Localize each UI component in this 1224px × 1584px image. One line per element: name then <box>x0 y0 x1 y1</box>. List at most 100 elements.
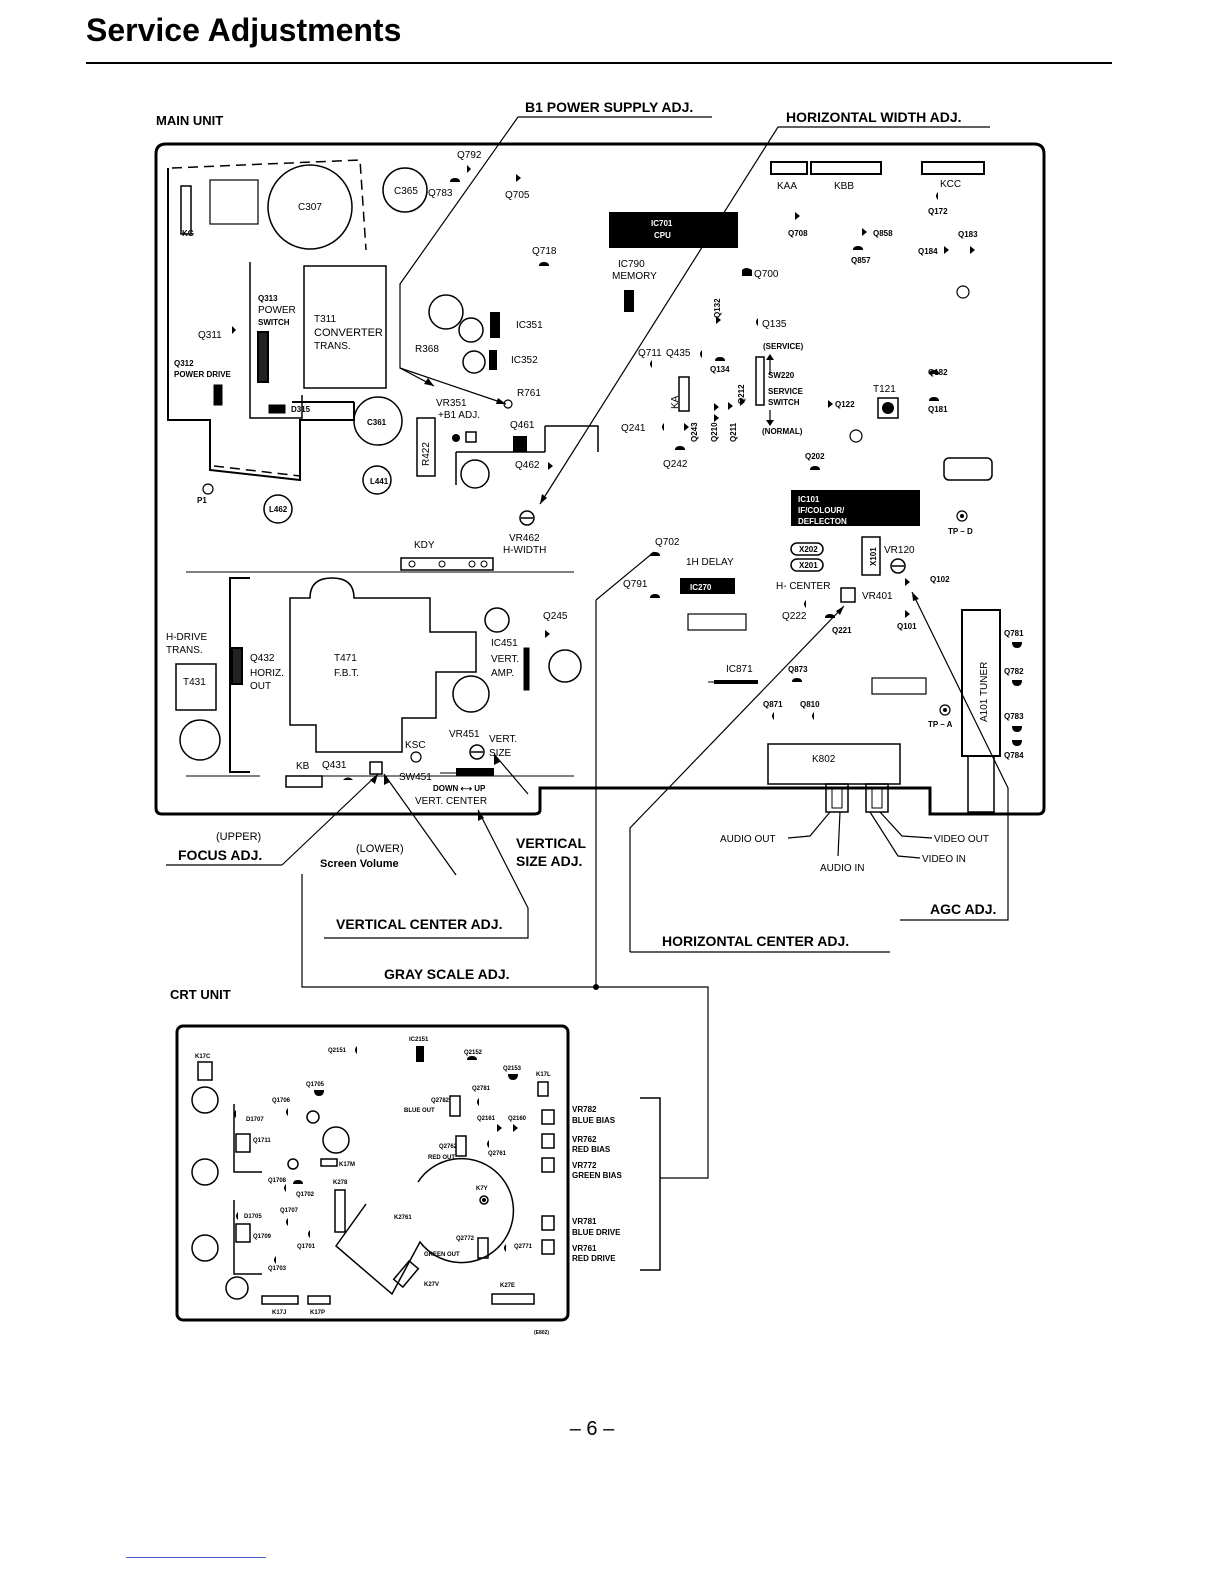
power-section-labels: C307 C365 Q792 Q783 Q705 Q718 KG Q313 PO… <box>174 150 557 514</box>
label-vr781: VR781 <box>572 1217 597 1226</box>
label-p1: P1 <box>197 496 207 505</box>
label-q1709: Q1709 <box>253 1234 272 1240</box>
label-sw220: SW220 <box>768 371 795 380</box>
title-rule <box>86 62 1112 64</box>
label-h-drive: H-DRIVE <box>166 632 207 643</box>
callout-leaders <box>166 116 1009 1179</box>
power-section <box>167 159 599 524</box>
label-d1707: D1707 <box>246 1117 264 1123</box>
label-q101: Q101 <box>897 622 917 631</box>
label-ic451: IC451 <box>491 638 518 649</box>
label-ic790: IC790 <box>618 259 645 270</box>
label-vr772: VR772 <box>572 1161 597 1170</box>
label-t431: T431 <box>183 677 206 688</box>
label-ic101: IC101 <box>798 495 820 504</box>
label-r761: R761 <box>517 388 541 399</box>
label-vr451: VR451 <box>449 729 480 740</box>
label-q312: Q312 <box>174 359 194 368</box>
page-number: – 6 – <box>569 1418 615 1440</box>
label-q783-tuner: Q783 <box>1004 712 1024 721</box>
label-k2761: K2761 <box>394 1215 412 1221</box>
label-q242: Q242 <box>663 459 688 470</box>
label-q210: Q210 <box>710 422 719 442</box>
main-board-outline <box>154 142 1046 816</box>
label-q783: Q783 <box>428 188 453 199</box>
callout-screen-volume: Screen Volume <box>320 858 399 870</box>
callout-vertical-size-1: VERTICAL <box>516 835 586 851</box>
label-k17c: K17C <box>195 1054 211 1060</box>
callout-vertical-size-2: SIZE ADJ. <box>516 853 582 869</box>
label-service: (SERVICE) <box>763 342 804 351</box>
label-q2160: Q2160 <box>508 1116 527 1122</box>
label-k17m: K17M <box>339 1162 355 1168</box>
label-q2771: Q2771 <box>514 1244 533 1250</box>
callout-agc: AGC ADJ. <box>930 901 996 917</box>
power-section-parts <box>232 165 553 470</box>
label-vr401: VR401 <box>862 591 893 602</box>
label-r422: R422 <box>421 442 432 466</box>
label-q2152: Q2152 <box>464 1050 483 1056</box>
callout-vertical-center: VERTICAL CENTER ADJ. <box>336 916 502 932</box>
label-q700: Q700 <box>754 269 779 280</box>
label-normal: (NORMAL) <box>762 427 803 436</box>
label-l441: L441 <box>370 477 389 486</box>
label-green-out: GREEN OUT <box>424 1252 460 1258</box>
deflection-section <box>175 557 582 788</box>
callout-arrowheads <box>370 378 919 821</box>
label-q711: Q711 <box>638 348 662 359</box>
label-q708: Q708 <box>788 229 808 238</box>
label-ic270: IC270 <box>690 583 712 592</box>
label-figure-code: (E802) <box>534 1330 549 1336</box>
callout-screen-lower: (LOWER) <box>356 843 404 855</box>
label-red-out: RED OUT <box>428 1155 455 1161</box>
label-q435: Q435 <box>666 348 691 359</box>
label-ic790-memory: MEMORY <box>612 271 657 282</box>
label-q2153: Q2153 <box>503 1066 522 1072</box>
crt-unit-label: CRT UNIT <box>170 987 231 1002</box>
label-vr761: VR761 <box>572 1244 597 1253</box>
label-d1705: D1705 <box>244 1214 262 1220</box>
label-q212: Q212 <box>737 384 746 404</box>
label-q312-drive: POWER DRIVE <box>174 370 232 379</box>
label-red-bias: RED BIAS <box>572 1145 611 1154</box>
callout-focus-upper: (UPPER) <box>216 831 261 843</box>
label-q311: Q311 <box>198 330 222 341</box>
label-q184: Q184 <box>918 247 938 256</box>
label-service-switch-2: SWITCH <box>768 398 800 407</box>
label-q873: Q873 <box>788 665 808 674</box>
label-kcc: KCC <box>940 179 961 190</box>
label-kg: KG <box>182 229 194 238</box>
callout-labels: B1 POWER SUPPLY ADJ. HORIZONTAL WIDTH AD… <box>178 99 996 982</box>
label-q461: Q461 <box>510 420 535 431</box>
vr462-h-width: VR462 H-WIDTH <box>503 510 546 556</box>
label-q791: Q791 <box>623 579 648 590</box>
label-q431: Q431 <box>322 760 347 771</box>
label-red-drive: RED DRIVE <box>572 1254 616 1263</box>
label-q858: Q858 <box>873 229 893 238</box>
label-k27e: K27E <box>500 1283 515 1289</box>
label-q810: Q810 <box>800 700 820 709</box>
label-vr762: VR762 <box>572 1135 597 1144</box>
label-q792: Q792 <box>457 150 482 161</box>
label-q2151: Q2151 <box>328 1048 347 1054</box>
label-q2761: Q2761 <box>488 1151 507 1157</box>
callout-horizontal-width: HORIZONTAL WIDTH ADJ. <box>786 109 962 125</box>
label-green-bias: GREEN BIAS <box>572 1171 622 1180</box>
label-t121: T121 <box>873 384 896 395</box>
crt-board: K17C Q2151 IC2151 Q2152 Q2153 K17L Q1705… <box>175 1024 661 1336</box>
av-jack-labels: AUDIO OUT AUDIO IN VIDEO OUT VIDEO IN <box>720 811 989 874</box>
label-audio-in: AUDIO IN <box>820 863 864 874</box>
label-q2781: Q2781 <box>472 1086 491 1092</box>
label-kb: KB <box>296 761 310 772</box>
label-q172: Q172 <box>928 207 948 216</box>
label-sw451: SW451 <box>399 772 432 783</box>
label-size: SIZE <box>489 748 512 759</box>
label-q245: Q245 <box>543 611 568 622</box>
label-x201: X201 <box>799 561 818 570</box>
label-q462: Q462 <box>515 460 540 471</box>
callout-gray-scale: GRAY SCALE ADJ. <box>384 966 510 982</box>
label-q243: Q243 <box>690 422 699 442</box>
label-q122: Q122 <box>835 400 855 409</box>
callout-horizontal-center: HORIZONTAL CENTER ADJ. <box>662 933 849 949</box>
